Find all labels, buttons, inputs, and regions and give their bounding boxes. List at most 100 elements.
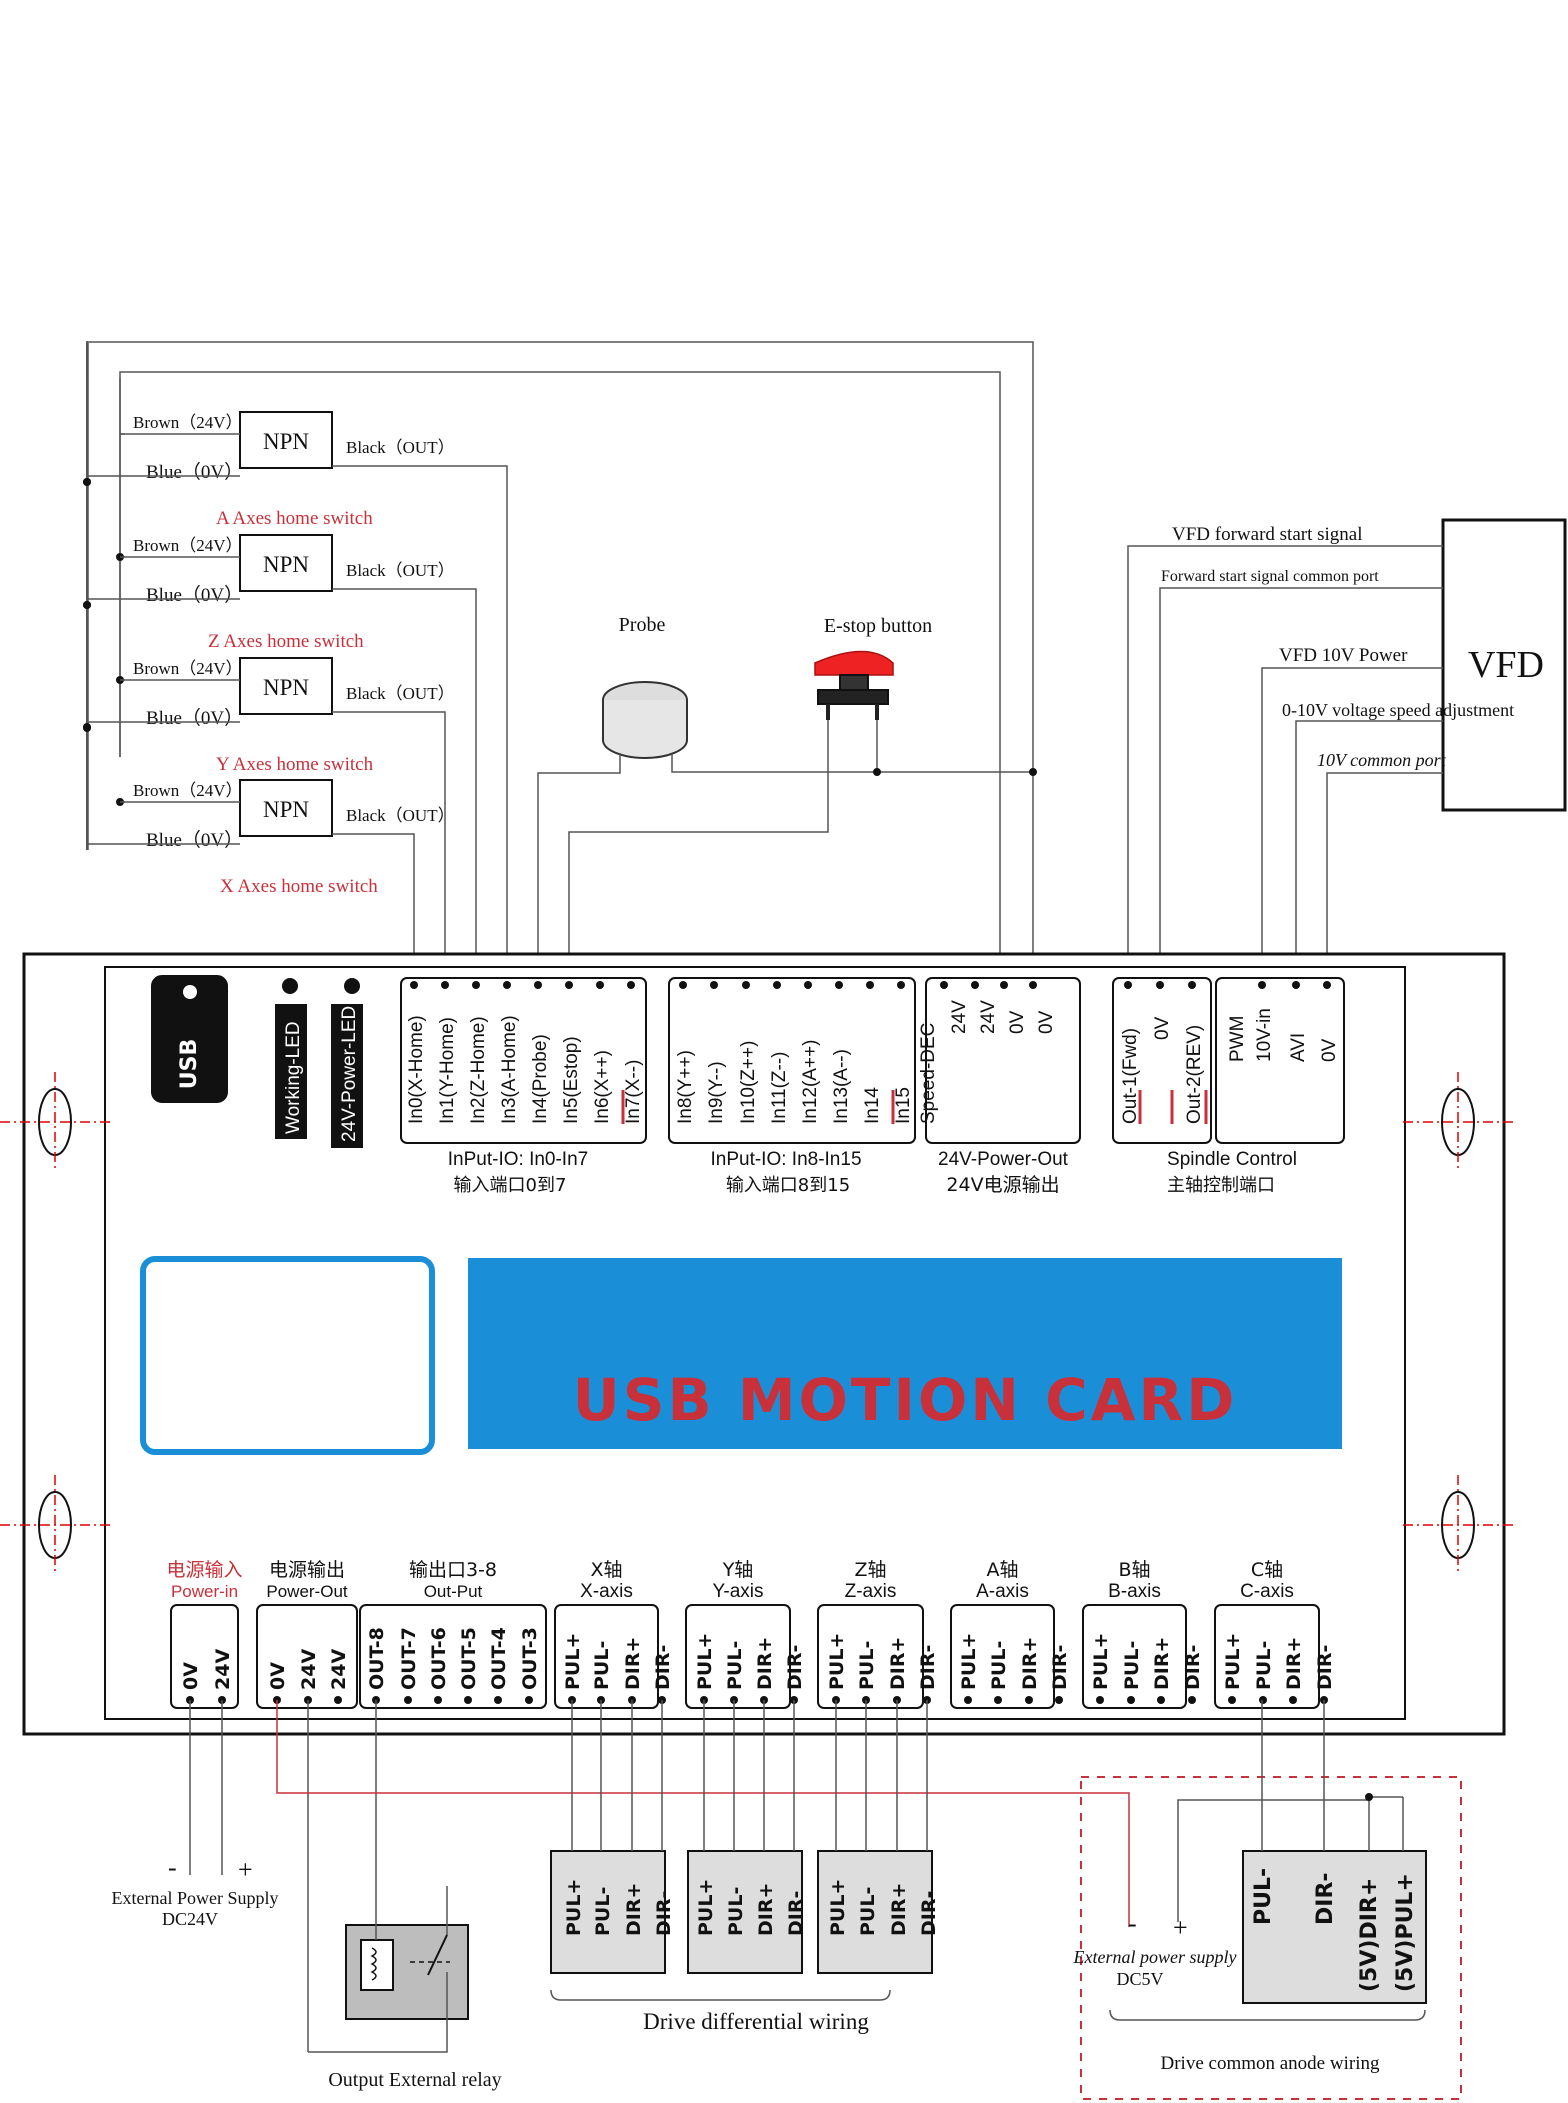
terminal-dot — [410, 981, 418, 989]
terminal-dot — [1259, 1696, 1267, 1704]
bottom-group-label-en: Y-axis — [712, 1581, 763, 1602]
group-label: InPut-IO: In8-In15 — [710, 1149, 861, 1170]
input-pin-label: In8(Y++) — [675, 1050, 696, 1124]
terminal-dot — [525, 1696, 533, 1704]
sensor-caption: Y Axes home switch — [216, 754, 374, 775]
output-pin-label: PUL+ — [826, 1633, 848, 1690]
bottom-group-label-en: C-axis — [1240, 1581, 1294, 1602]
brown-wire-label: Brown（24V） — [133, 413, 243, 432]
terminal-dot — [441, 981, 449, 989]
terminal-dot — [964, 1696, 972, 1704]
power-out-pin-label: 24V — [978, 1000, 999, 1034]
driver-pin-label: PUL- — [857, 1887, 879, 1936]
input-group-0-7 — [400, 977, 647, 1144]
terminal-dot — [596, 981, 604, 989]
blue-wire-label: Blue（0V） — [146, 584, 243, 606]
bottom-group-label-cn: C轴 — [1251, 1559, 1283, 1581]
diff-wiring-label: Drive differential wiring — [643, 2009, 869, 2034]
junction-dot — [873, 768, 881, 776]
black-out-label: Black（OUT） — [346, 438, 455, 457]
bottom-group-label-en: Out-Put — [424, 1582, 483, 1601]
terminal-dot — [742, 981, 750, 989]
estop-button-icon — [814, 650, 894, 676]
bus-junction — [83, 723, 91, 731]
brown-wire-label: Brown（24V） — [133, 781, 243, 800]
input-pin-label: In7(X--) — [623, 1060, 644, 1124]
power-out-pin-label: 0V — [1007, 1010, 1028, 1034]
anode-supply-label: External power supply — [1073, 1947, 1237, 1967]
output-pin-label: 0V — [267, 1662, 289, 1690]
outer-0v-frame — [86, 341, 1034, 985]
relay-label: Output External relay — [328, 2069, 501, 2091]
driver-pin-label: DIR- — [918, 1891, 940, 1936]
sensor-caption: A Axes home switch — [216, 508, 373, 529]
driver-pin-label: DIR+ — [623, 1883, 645, 1936]
sensor-out-wire — [332, 465, 508, 985]
output-pin-label: DIR+ — [754, 1637, 776, 1690]
terminal-dot — [494, 1696, 502, 1704]
output-pin-label: DIR- — [652, 1645, 674, 1690]
junction-dot — [1365, 1793, 1373, 1801]
estop-wire — [568, 720, 829, 985]
output-terminal-group — [685, 1604, 791, 1709]
output-pin-label: OUT-8 — [366, 1627, 388, 1690]
group-label: 24V-Power-Out — [938, 1149, 1069, 1170]
output-pin-label: OUT-5 — [458, 1627, 480, 1690]
sensor-out-wire — [332, 833, 415, 985]
terminal-dot — [404, 1696, 412, 1704]
output-terminal-group — [1082, 1604, 1187, 1709]
terminal-dot — [1127, 1696, 1135, 1704]
vfd-box — [1441, 518, 1567, 812]
outer-24v-frame — [119, 371, 1001, 985]
terminal-dot — [1292, 981, 1300, 989]
terminal-dot — [534, 981, 542, 989]
input-pin-label: In4(Probe) — [530, 1034, 551, 1124]
relay-coil-icon — [370, 1947, 377, 1981]
output-pin-label: PUL+ — [1222, 1633, 1244, 1690]
estop-base — [817, 689, 889, 705]
relay-switch-icon — [427, 1934, 448, 1976]
terminal-dot — [1124, 981, 1132, 989]
black-out-label: Black（OUT） — [346, 684, 455, 703]
estop-stem — [839, 674, 869, 691]
black-out-label: Black（OUT） — [346, 806, 455, 825]
driver-pin-label: PUL+ — [695, 1879, 717, 1936]
power-led-strip — [331, 1004, 363, 1148]
input-pin-label: In9(Y--) — [706, 1061, 727, 1124]
diff-bracket — [550, 1989, 891, 2001]
bottom-group-label-cn: A轴 — [987, 1559, 1019, 1581]
anode-dc-label: DC5V — [1116, 1969, 1163, 1989]
terminal-dot — [971, 981, 979, 989]
bus-junction — [83, 601, 91, 609]
probe-common-wire — [671, 754, 1033, 773]
output-pin-label: PUL- — [591, 1641, 613, 1690]
group-label-cn: 24V电源输出 — [946, 1174, 1059, 1196]
terminal-dot — [710, 981, 718, 989]
group-label-cn: 输入端口8到15 — [726, 1175, 850, 1196]
blue-wire-label: Blue（0V） — [146, 829, 243, 851]
blue-wire-label: Blue（0V） — [146, 461, 243, 483]
bottom-group-label-cn: X轴 — [590, 1559, 622, 1581]
npn-label: NPN — [263, 675, 309, 700]
terminal-dot — [866, 981, 874, 989]
power-out-pin-label: Speed-DEC — [918, 1023, 939, 1124]
terminal-dot — [472, 981, 480, 989]
driver-pin-label: DIR- — [653, 1891, 675, 1936]
output-pin-label: 0V — [180, 1662, 202, 1690]
bottom-group-label-en: Z-axis — [845, 1581, 897, 1602]
usb-port — [151, 975, 228, 1103]
output-pin-label: DIR- — [1314, 1645, 1336, 1690]
output-pin-label: OUT-6 — [428, 1627, 450, 1690]
terminal-dot — [1000, 981, 1008, 989]
differential-driver — [550, 1850, 666, 1974]
bottom-group-label-cn: 输出口3-8 — [409, 1559, 497, 1581]
input-pin-label: In0(X-Home) — [406, 1015, 427, 1124]
vfd-label: Forward start signal common port — [1161, 568, 1379, 585]
bottom-group-label-en: A-axis — [976, 1581, 1029, 1602]
terminal-dot — [503, 981, 511, 989]
output-pin-label: 24V — [212, 1649, 234, 1690]
output-pin-label: DIR- — [917, 1645, 939, 1690]
driver-pin-label: PUL- — [592, 1887, 614, 1936]
output-pin-label: DIR- — [1049, 1645, 1071, 1690]
terminal-dot — [627, 981, 635, 989]
